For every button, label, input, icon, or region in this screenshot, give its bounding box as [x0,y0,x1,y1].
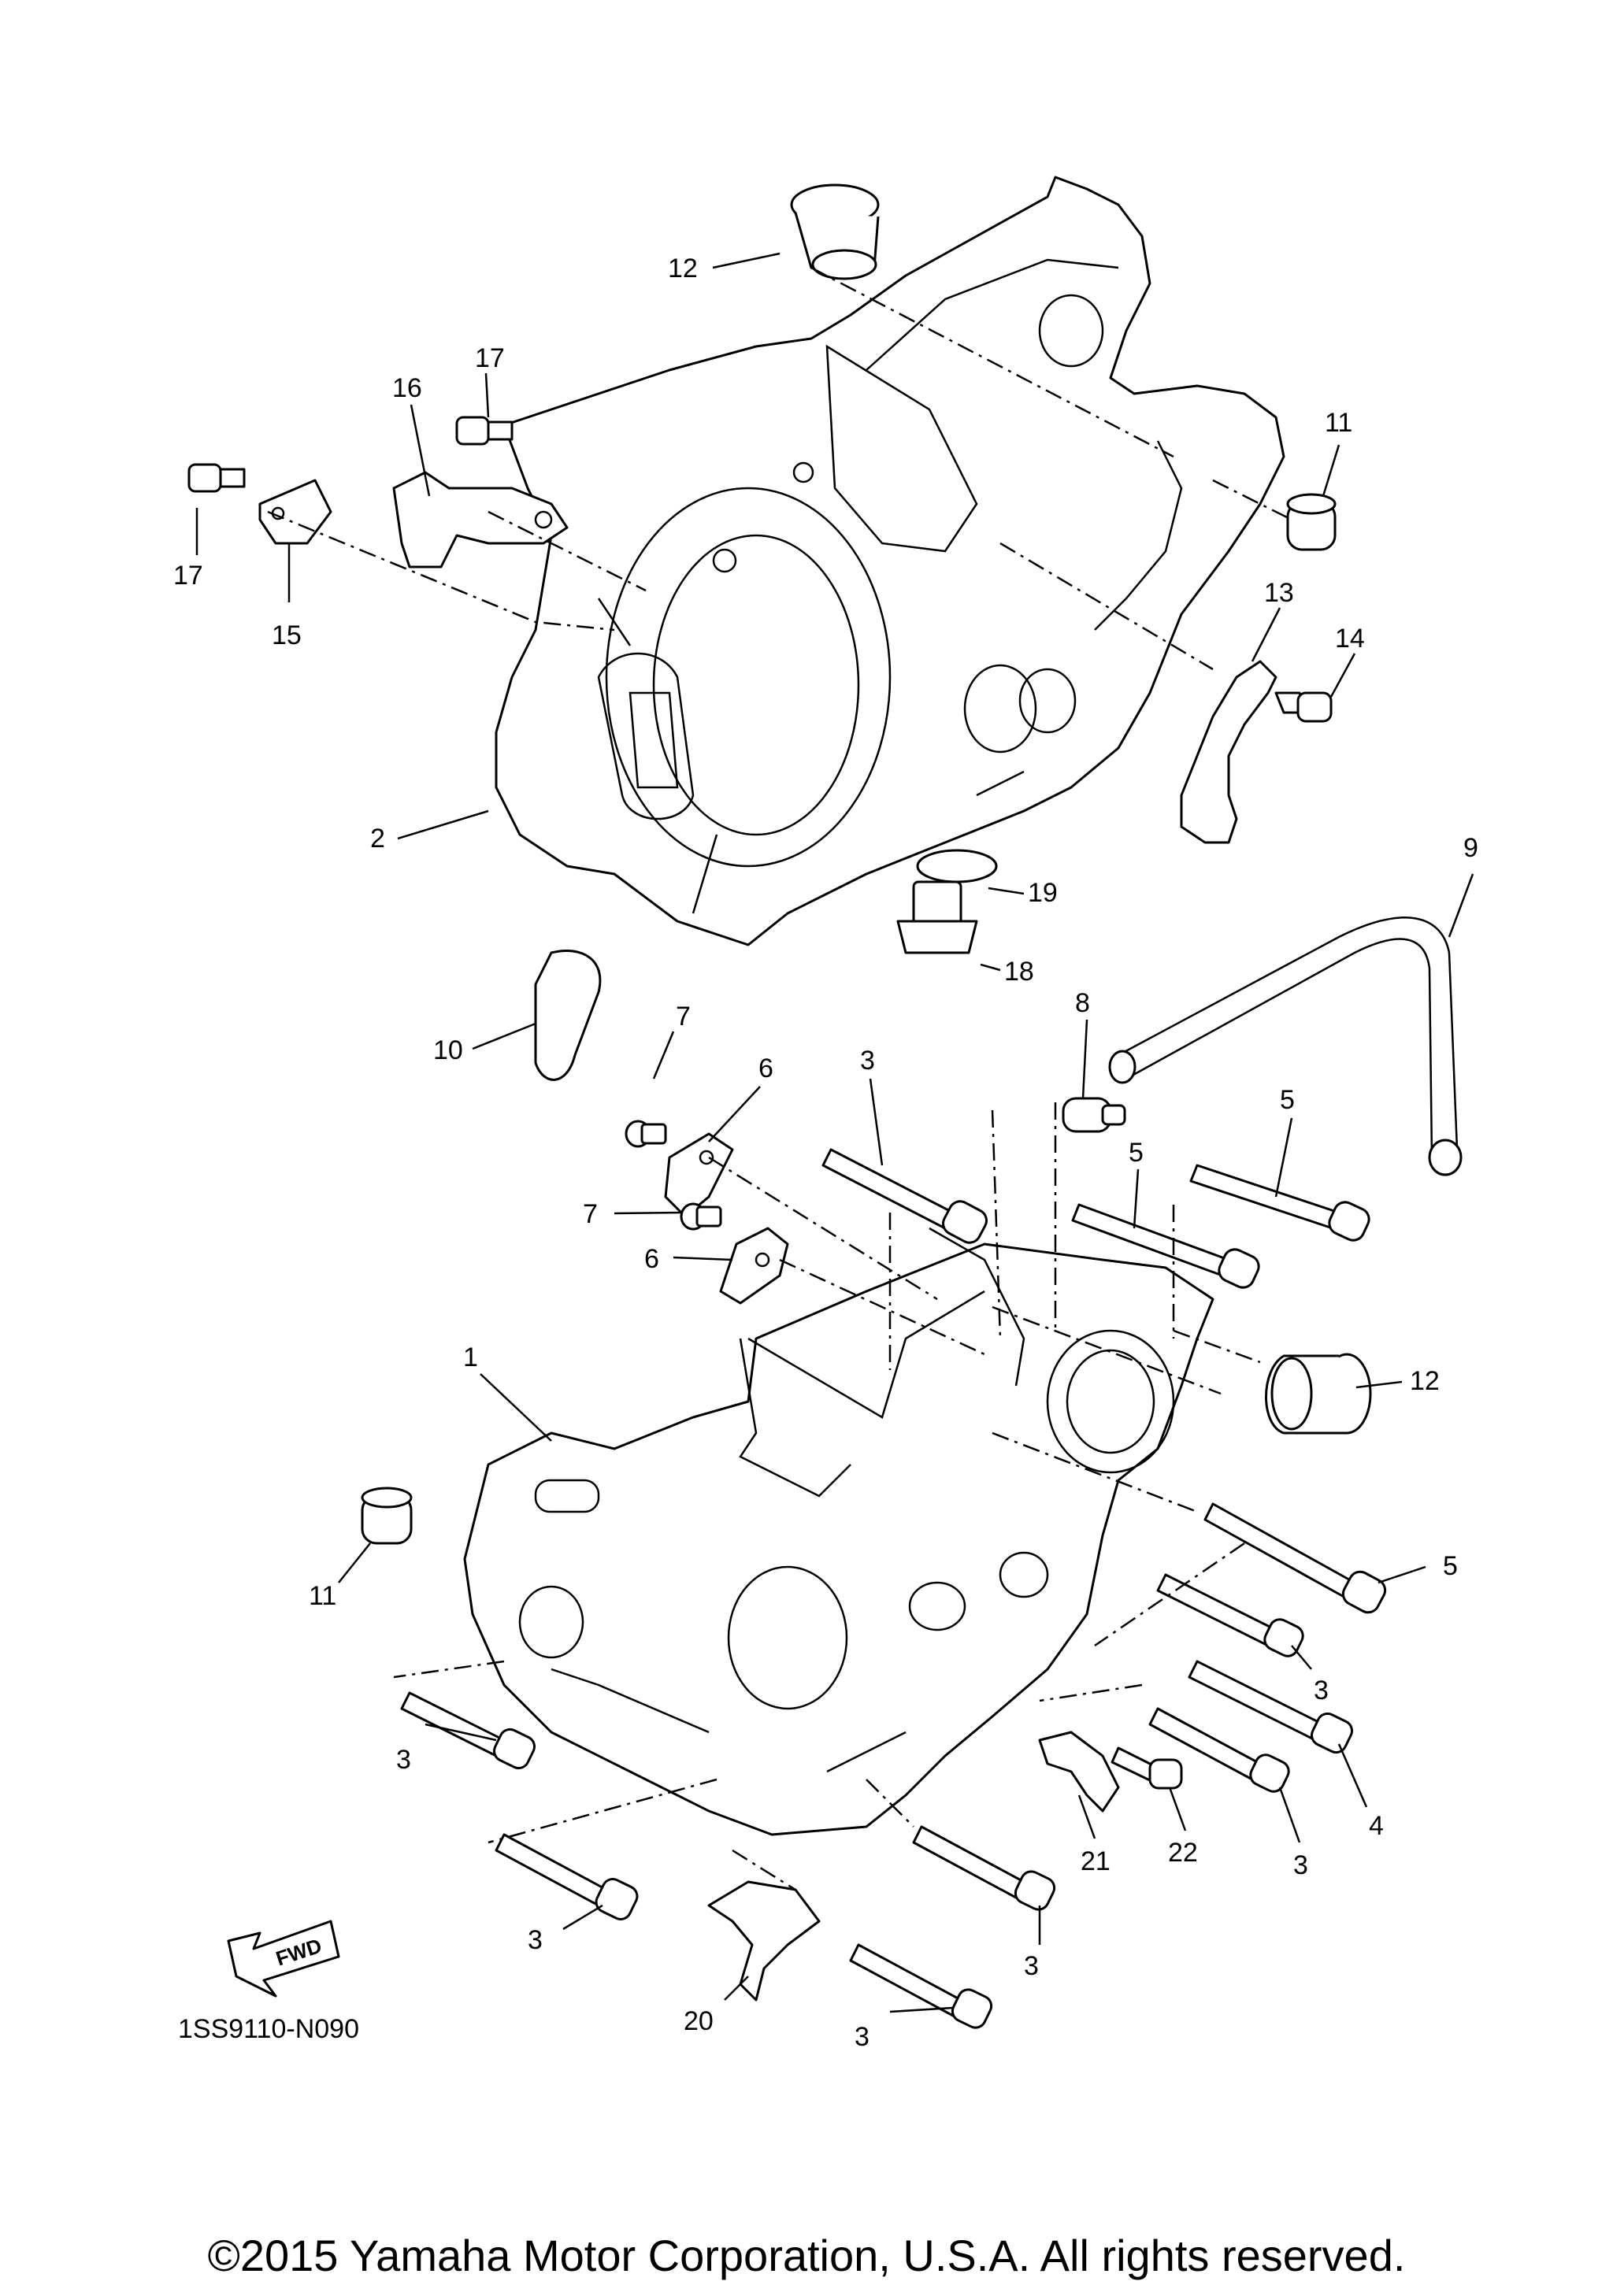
bolt-3-left-b [495,1833,639,1920]
screw-7-top [625,1120,667,1148]
assembly-lines [267,266,1292,1891]
fwd-arrow-icon: FWD [227,1920,340,1998]
callout-3-b: 3 [1314,1676,1329,1705]
callout-1: 1 [463,1342,478,1372]
callout-3-f: 3 [1024,1951,1039,1981]
bushing-12-bottom [1265,1353,1372,1435]
callout-17-a: 17 [475,343,505,373]
bolt-3-upper [821,1148,988,1244]
bracket-16 [392,471,569,568]
callout-14: 14 [1335,624,1365,654]
callout-11-bottom: 11 [309,1581,336,1611]
diagram-code: 1SS9110-N090 [178,2014,359,2044]
callout-5-a: 5 [1280,1085,1295,1115]
callout-7-a: 7 [676,1002,691,1031]
leader-lines [195,252,1474,2013]
bushing-12-top [790,183,880,280]
fitting-8 [1062,1097,1126,1133]
callout-15: 15 [272,620,302,650]
screw-7-bottom [680,1202,722,1231]
callout-22: 22 [1168,1838,1198,1868]
bolt-3-left-a [400,1691,536,1770]
o-ring-10 [534,949,602,1081]
bolt-17-left [187,463,246,493]
plate-6-bottom [719,1227,789,1305]
bolt-4 [1188,1660,1353,1754]
callout-10: 10 [433,1035,463,1065]
callout-20: 20 [684,2006,714,2036]
callout-21: 21 [1081,1846,1111,1876]
callout-17-b: 17 [173,561,203,591]
callout-12-bottom: 12 [1410,1366,1440,1396]
crankcase-left-half [463,1227,1214,1836]
bolt-14 [1274,691,1333,723]
dowel-11-top [1286,493,1337,551]
callout-6-a: 6 [758,1054,773,1083]
callout-5-b: 5 [1129,1138,1144,1168]
bolt-3-bottom [849,1943,993,2029]
dowel-11-bottom [361,1487,413,1545]
callout-8: 8 [1075,988,1090,1018]
plate-6-top [664,1132,734,1218]
washer-19 [916,849,998,883]
callouts: 12 17 16 17 15 11 13 14 2 9 19 18 10 7 8… [173,254,1478,2052]
callout-11-top: 11 [1325,408,1352,438]
drain-bolt-18 [896,880,978,954]
bolt-17-right [455,416,514,446]
bolt-22 [1111,1746,1183,1790]
bolt-3-center [912,1825,1056,1911]
callout-3-e: 3 [528,1925,543,1955]
callout-12-top: 12 [668,254,698,283]
callout-5-c: 5 [1443,1551,1458,1581]
bracket-13 [1180,660,1277,844]
callout-3-c: 3 [396,1745,411,1775]
callout-4: 4 [1369,1811,1384,1841]
plate-15 [258,479,332,545]
callout-7-b: 7 [583,1199,598,1229]
clamp-20 [707,1880,821,2002]
callout-16: 16 [392,373,422,403]
bolt-5-right [1189,1164,1370,1242]
callout-2: 2 [370,824,385,854]
bolt-3-right-b [1148,1707,1290,1793]
copyright-notice: ©2015 Yamaha Motor Corporation, U.S.A. A… [207,2231,1406,2280]
hose-9 [1118,917,1459,1158]
callout-18: 18 [1004,957,1034,987]
clamp-21 [1038,1731,1120,1813]
callout-6-b: 6 [644,1244,659,1274]
callout-3-d: 3 [1293,1850,1308,1880]
callout-9: 9 [1463,833,1478,863]
callout-13: 13 [1264,578,1294,608]
callout-19: 19 [1028,878,1058,908]
bolt-5-left [1071,1203,1260,1289]
callout-3-a: 3 [860,1046,875,1076]
crankcase-right-half [495,176,1285,946]
callout-3-g: 3 [855,2022,870,2052]
bolt-5-lower [1203,1502,1387,1614]
